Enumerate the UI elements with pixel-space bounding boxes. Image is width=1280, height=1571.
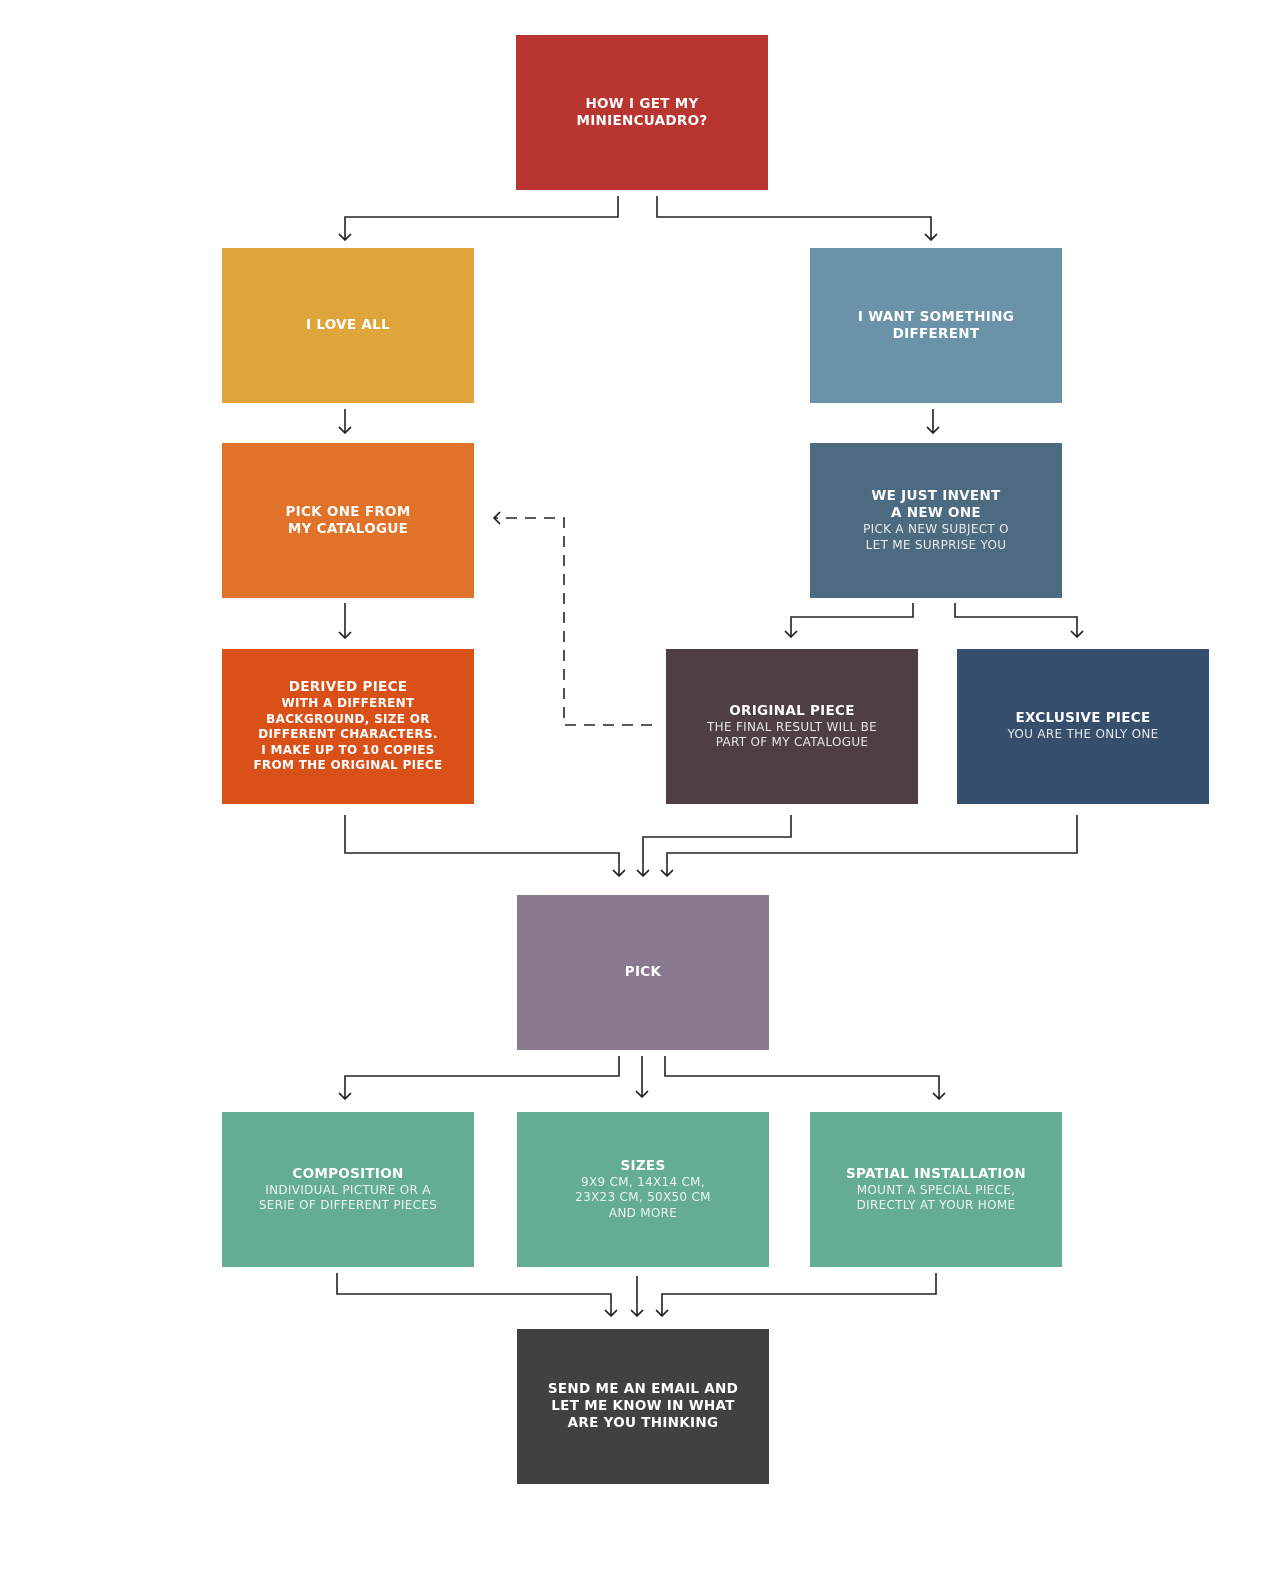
arrowhead-down-pick-catalogue bbox=[338, 426, 352, 435]
edge-pick-to-composition bbox=[344, 1056, 620, 1099]
edge-pick-to-spatial bbox=[664, 1056, 940, 1099]
arrowhead-down-email-1 bbox=[604, 1309, 618, 1318]
node-sizes-subtitle: 9X9 CM, 14X14 CM, 23X23 CM, 50X50 CM AND… bbox=[575, 1174, 711, 1220]
node-pick-title: PICK bbox=[624, 964, 662, 980]
node-love-all-title: I LOVE ALL bbox=[306, 317, 390, 333]
node-original-piece: ORIGINAL PIECE THE FINAL RESULT WILL BE … bbox=[666, 649, 918, 804]
arrowhead-left-pick-catalogue bbox=[492, 511, 501, 525]
node-email: SEND ME AN EMAIL AND LET ME KNOW IN WHAT… bbox=[517, 1329, 769, 1484]
node-derived-piece: DERIVED PIECE WITH A DIFFERENT BACKGROUN… bbox=[222, 649, 474, 804]
edge-exclusive-piece-to-pick bbox=[666, 815, 1078, 876]
node-pick-catalogue-title: PICK ONE FROM MY CATALOGUE bbox=[285, 503, 411, 537]
node-original-piece-subtitle: THE FINAL RESULT WILL BE PART OF MY CATA… bbox=[707, 719, 877, 750]
node-email-title: SEND ME AN EMAIL AND LET ME KNOW IN WHAT… bbox=[547, 1381, 739, 1431]
connector-lines bbox=[336, 196, 1078, 1316]
arrowhead-down-pick-1 bbox=[612, 869, 626, 878]
node-spatial-subtitle: MOUNT A SPECIAL PIECE, DIRECTLY AT YOUR … bbox=[856, 1182, 1016, 1213]
node-composition-title: COMPOSITION bbox=[292, 1165, 404, 1182]
arrowhead-down-want-different bbox=[924, 233, 938, 242]
arrowhead-down-composition bbox=[338, 1092, 352, 1101]
arrowhead-down-pick-3 bbox=[660, 869, 674, 878]
node-exclusive-piece-title: EXCLUSIVE PIECE bbox=[1015, 710, 1151, 727]
node-original-piece-title: ORIGINAL PIECE bbox=[729, 702, 855, 719]
node-spatial-title: SPATIAL INSTALLATION bbox=[845, 1165, 1027, 1182]
node-spatial: SPATIAL INSTALLATION MOUNT A SPECIAL PIE… bbox=[810, 1112, 1062, 1267]
edge-original-piece-to-pick-catalogue bbox=[494, 517, 652, 726]
edge-invent-new-to-exclusive-piece bbox=[954, 603, 1078, 637]
arrowhead-down-derived-piece bbox=[338, 631, 352, 640]
arrowhead-down-sizes bbox=[635, 1090, 649, 1099]
arrowheads bbox=[338, 233, 1084, 1318]
arrowhead-down-love-all bbox=[338, 233, 352, 242]
node-pick-catalogue: PICK ONE FROM MY CATALOGUE bbox=[222, 443, 474, 598]
node-composition: COMPOSITION INDIVIDUAL PICTURE OR A SERI… bbox=[222, 1112, 474, 1267]
node-love-all: I LOVE ALL bbox=[222, 248, 474, 403]
node-invent-new-subtitle: PICK A NEW SUBJECT O LET ME SURPRISE YOU bbox=[863, 522, 1009, 552]
edge-spatial-to-email bbox=[661, 1273, 937, 1316]
edge-invent-new-to-original-piece bbox=[790, 603, 914, 637]
node-want-different: I WANT SOMETHING DIFFERENT bbox=[810, 248, 1062, 403]
node-composition-subtitle: INDIVIDUAL PICTURE OR A SERIE OF DIFFERE… bbox=[258, 1182, 438, 1213]
edge-start-to-love-all bbox=[344, 196, 619, 240]
arrowhead-down-original-piece bbox=[784, 630, 798, 639]
node-exclusive-piece-subtitle: YOU ARE THE ONLY ONE bbox=[1007, 727, 1159, 742]
edge-composition-to-email bbox=[336, 1273, 612, 1316]
node-invent-new: WE JUST INVENT A NEW ONE PICK A NEW SUBJ… bbox=[810, 443, 1062, 598]
edge-original-piece-to-pick bbox=[642, 815, 792, 876]
node-exclusive-piece: EXCLUSIVE PIECE YOU ARE THE ONLY ONE bbox=[957, 649, 1209, 804]
edge-derived-piece-to-pick bbox=[344, 815, 620, 876]
edge-start-to-want-different bbox=[656, 196, 932, 240]
node-pick: PICK bbox=[517, 895, 769, 1050]
node-start-title: HOW I GET MY MINIENCUADRO? bbox=[576, 95, 708, 129]
arrowhead-down-invent-new bbox=[926, 426, 940, 435]
arrowhead-down-spatial bbox=[932, 1092, 946, 1101]
node-want-different-title: I WANT SOMETHING DIFFERENT bbox=[857, 308, 1015, 342]
node-sizes: SIZES 9X9 CM, 14X14 CM, 23X23 CM, 50X50 … bbox=[517, 1112, 769, 1267]
arrowhead-down-exclusive-piece bbox=[1070, 630, 1084, 639]
node-derived-piece-title: DERIVED PIECE bbox=[288, 679, 408, 696]
node-start: HOW I GET MY MINIENCUADRO? bbox=[516, 35, 768, 190]
node-sizes-title: SIZES bbox=[620, 1157, 666, 1174]
arrowhead-down-pick-2 bbox=[636, 869, 650, 878]
node-invent-new-title: WE JUST INVENT A NEW ONE bbox=[871, 488, 1001, 521]
arrowhead-down-email-2 bbox=[630, 1309, 644, 1318]
arrowhead-down-email-3 bbox=[655, 1309, 669, 1318]
node-derived-piece-subtitle: WITH A DIFFERENT BACKGROUND, SIZE OR DIF… bbox=[253, 696, 443, 773]
